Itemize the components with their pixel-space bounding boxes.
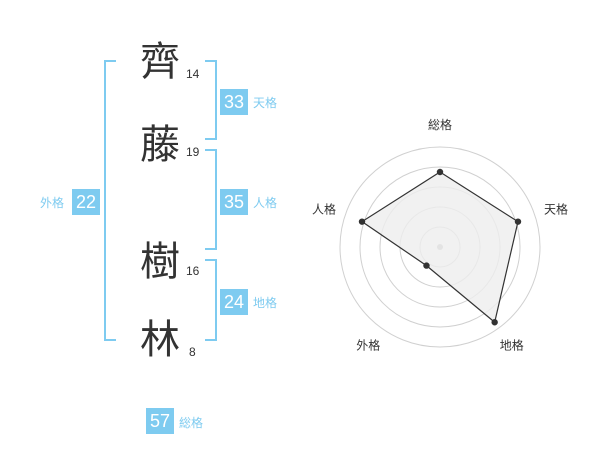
stroke-count-2: 19: [186, 145, 200, 159]
radar-axis-label-4: 外格: [356, 338, 380, 353]
radar-axis-label-2: 天格: [544, 201, 568, 216]
gaikaku-label: 外格: [40, 196, 65, 210]
name-char-4: 林: [140, 317, 180, 363]
name-char-1: 齊: [140, 39, 180, 85]
jinkaku-bracket: [205, 149, 217, 250]
radar-data-polygon: [360, 171, 519, 324]
jinkaku-label: 人格: [253, 196, 278, 210]
name-char-3: 樹: [140, 239, 180, 285]
radar-ring-5: [339, 146, 541, 348]
soukaku-badge: 57: [146, 408, 174, 434]
tenkaku-label: 天格: [253, 96, 278, 110]
stroke-count-4: 8: [189, 345, 196, 359]
gaikaku-badge: 22: [72, 189, 100, 215]
chikaku-badge: 24: [220, 289, 248, 315]
radar-point-1: [436, 168, 444, 176]
radar-axis-label-5: 人格: [312, 201, 336, 216]
radar-point-5: [358, 218, 366, 225]
soukaku-label: 総格: [179, 416, 204, 430]
radar-point-3: [491, 319, 498, 326]
radar-ring-4: [359, 166, 521, 328]
jinkaku-badge: 35: [220, 189, 248, 215]
chikaku-bracket: [205, 259, 217, 341]
radar-point-2: [514, 218, 522, 225]
radar-point-4: [423, 262, 430, 269]
stroke-count-1: 14: [186, 67, 200, 81]
radar-axis-label-3: 地格: [500, 338, 524, 353]
chikaku-label: 地格: [253, 296, 278, 310]
tenkaku-badge: 33: [220, 89, 248, 115]
name-char-2: 藤: [140, 122, 180, 168]
radar-axis-label-1: 総格: [428, 117, 452, 132]
gaikaku-bracket: [104, 60, 116, 341]
stroke-count-3: 16: [186, 264, 200, 278]
tenkaku-bracket: [205, 60, 217, 140]
